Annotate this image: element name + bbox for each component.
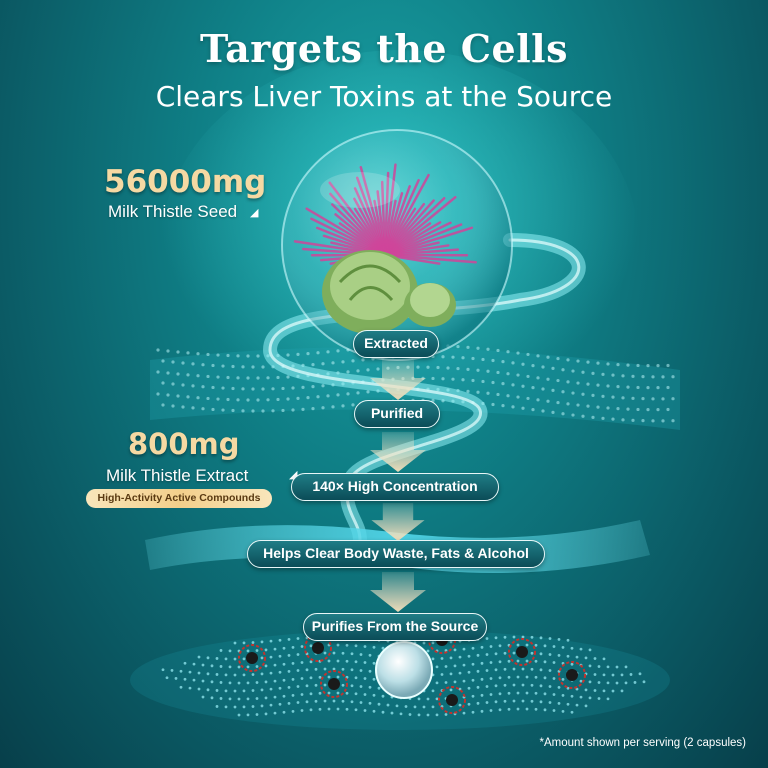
thistle-flower-icon	[293, 163, 477, 265]
step-extracted: Extracted	[353, 330, 439, 358]
down-arrow-icon	[370, 360, 426, 400]
step-clear-body-waste: Helps Clear Body Waste, Fats & Alcohol	[247, 540, 545, 568]
down-arrow-icon	[370, 432, 426, 472]
toxin-icon	[558, 661, 586, 689]
triangle-pointer-icon: ◢	[289, 469, 298, 481]
toxin-icon	[320, 670, 348, 698]
toxin-icon	[438, 686, 466, 714]
down-arrow-icon	[370, 572, 426, 612]
toxin-icon	[238, 644, 266, 672]
subheadline: Clears Liver Toxins at the Source	[155, 80, 613, 113]
sphere-highlight	[320, 172, 400, 208]
extract-label: Milk Thistle Extract	[106, 466, 249, 485]
triangle-pointer-icon: ◢	[250, 207, 259, 219]
step-purified: Purified	[354, 400, 440, 428]
headline: Targets the Cells	[200, 26, 568, 71]
footnote: *Amount shown per serving (2 capsules)	[539, 737, 746, 749]
spiral-tube-highlight	[268, 238, 581, 542]
seed-amount: 56000mg	[104, 164, 267, 200]
seed-label: Milk Thistle Seed	[108, 202, 238, 221]
toxin-icon	[508, 638, 536, 666]
step-high-concentration: 140× High Concentration	[291, 473, 499, 501]
clean-cell-icon	[375, 641, 433, 699]
compound-badge: High-Activity Active Compounds	[86, 489, 272, 508]
extract-amount: 800mg	[128, 427, 240, 461]
step-purifies-source: Purifies From the Source	[303, 613, 487, 641]
thistle-bud-icon	[322, 250, 456, 334]
down-arrow-icon	[371, 503, 425, 541]
